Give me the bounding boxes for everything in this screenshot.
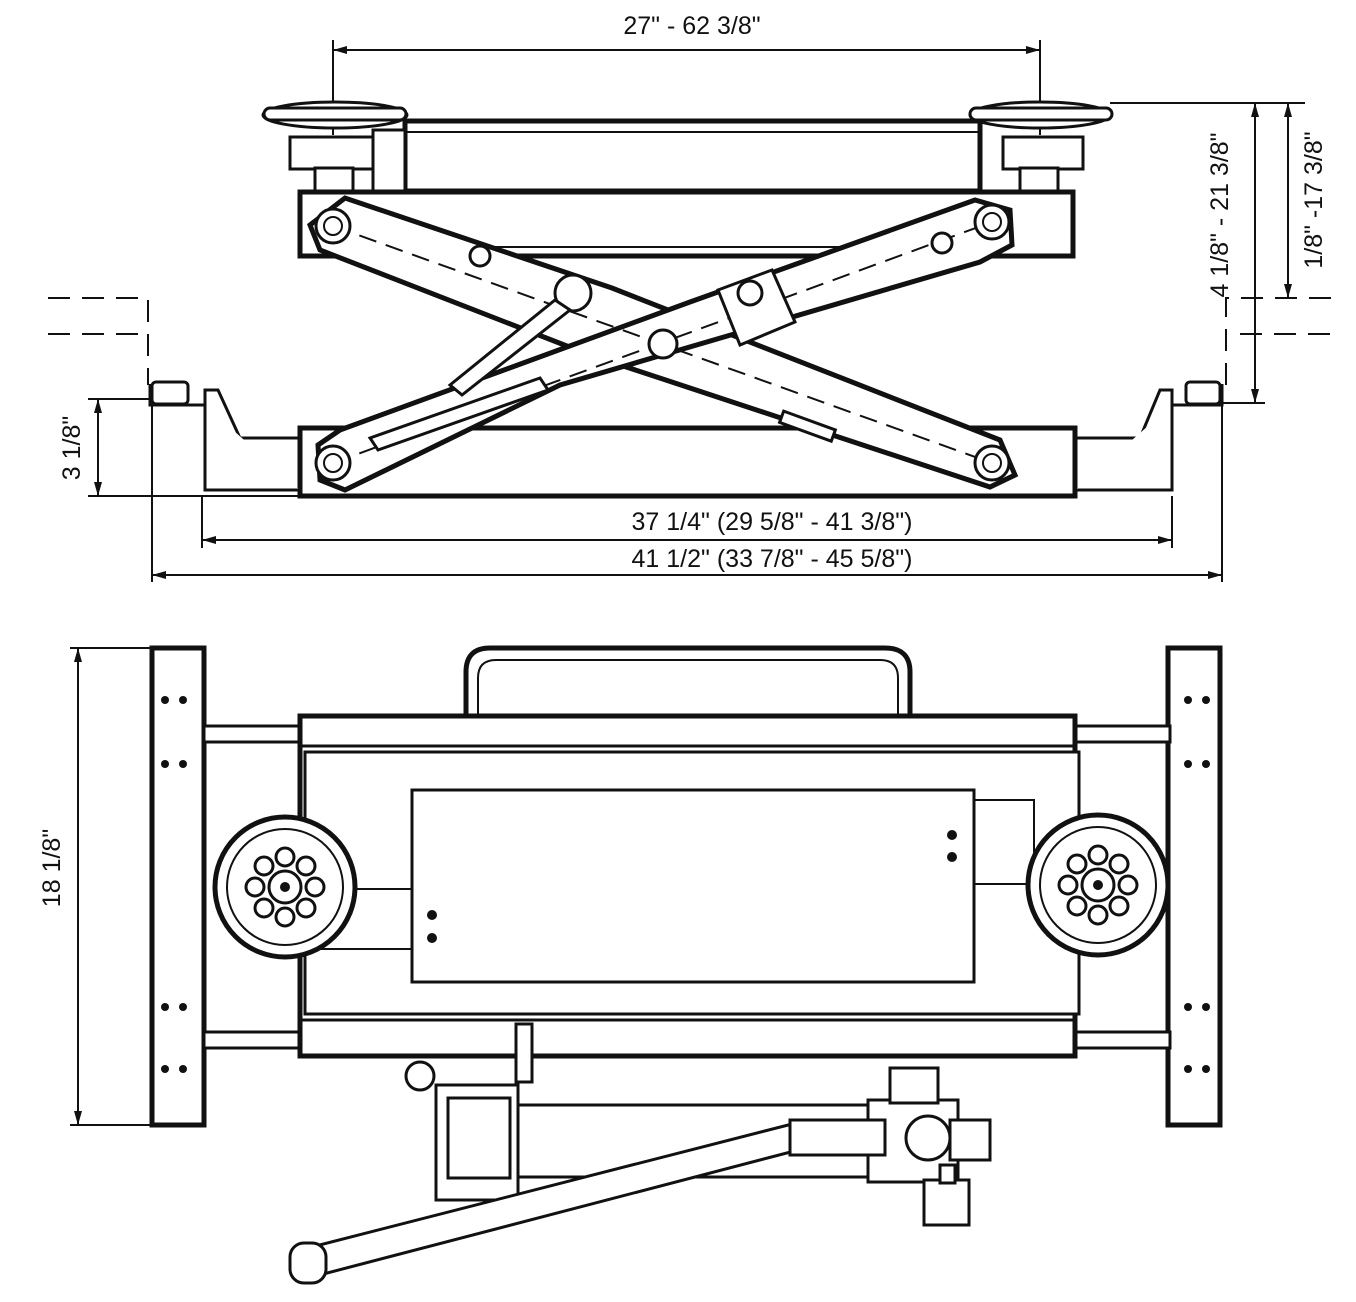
pump-handle	[288, 1118, 887, 1285]
side-elevation-view: 27" - 62 3/8"	[48, 12, 1336, 582]
overall-width-label: 41 1/2" (33 7/8" - 45 5/8")	[632, 545, 913, 573]
pad-span-label: 27" - 62 3/8"	[623, 12, 760, 40]
inner-height-label: 1/8" -17 3/8"	[1300, 131, 1328, 268]
depth-dimension: 18 1/8"	[38, 647, 152, 1126]
hydraulic-rod	[447, 298, 573, 397]
carry-handle	[463, 645, 913, 715]
right-rail	[1165, 645, 1223, 1128]
right-saddle-pad	[1025, 812, 1171, 958]
outer-height-label: 4 1/8" - 21 3/8"	[1206, 132, 1234, 297]
base-width-label: 37 1/4" (29 5/8" - 41 3/8")	[632, 508, 913, 536]
height-dimensions: 4 1/8" - 21 3/8" 1/8" -17 3/8"	[1110, 102, 1328, 404]
left-saddle-pad	[212, 814, 358, 960]
depth-label: 18 1/8"	[38, 829, 66, 907]
base-frame	[148, 380, 1224, 499]
main-body	[297, 713, 1081, 1059]
right-lift-pad	[968, 100, 1114, 194]
left-lift-pad	[261, 100, 409, 194]
base-height-label: 3 1/8"	[58, 416, 86, 480]
pivot-pins	[314, 203, 1011, 482]
top-rail	[402, 118, 983, 194]
left-rail	[149, 645, 207, 1128]
plan-view: 18 1/8"	[38, 645, 1223, 1285]
width-dimensions: 37 1/4" (29 5/8" - 41 3/8") 41 1/2" (33 …	[151, 405, 1223, 582]
base-height-dimension: 3 1/8"	[58, 398, 300, 497]
pad-span-dimension: 27" - 62 3/8"	[332, 12, 1041, 135]
